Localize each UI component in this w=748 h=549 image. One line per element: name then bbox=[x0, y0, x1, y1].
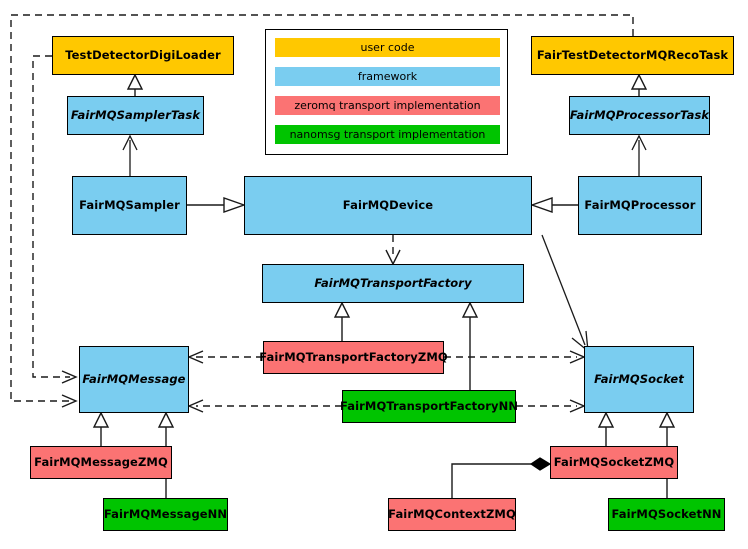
class-box-fairmqsamplertask[interactable]: FairMQSamplerTask bbox=[67, 96, 204, 135]
legend-item-nanomsg: nanomsg transport implementation bbox=[275, 125, 500, 144]
class-box-fairmqsocketnn[interactable]: FairMQSocketNN bbox=[608, 498, 725, 531]
class-box-fairmqcontextzmq[interactable]: FairMQContextZMQ bbox=[388, 498, 516, 531]
class-box-fairmqdevice[interactable]: FairMQDevice bbox=[244, 176, 532, 235]
edge-sampler-to-samplertask bbox=[122, 134, 138, 176]
class-box-fairmqtransportfactorynn[interactable]: FairMQTransportFactoryNN bbox=[340, 390, 518, 423]
legend-item-zeromq: zeromq transport implementation bbox=[275, 96, 500, 115]
legend-item-user-code: user code bbox=[275, 38, 500, 57]
edge-sampler-to-device bbox=[187, 197, 247, 213]
class-box-fairtestdetectormqrecotask[interactable]: FairTestDetectorMQRecoTask bbox=[531, 36, 734, 75]
class-box-fairmqsampler[interactable]: FairMQSampler bbox=[72, 176, 187, 235]
edge-messagezmq-to-message bbox=[92, 411, 110, 446]
edge-socketzmq-to-socket bbox=[597, 411, 615, 446]
legend-panel: user code framework zeromq transport imp… bbox=[265, 29, 508, 155]
class-box-fairmqtransportfactory[interactable]: FairMQTransportFactory bbox=[262, 264, 524, 303]
edge-device-to-transportfactory bbox=[385, 235, 401, 266]
class-box-fairmqsocketzmq[interactable]: FairMQSocketZMQ bbox=[550, 446, 678, 479]
edge-transportfactorynn-to-socket bbox=[516, 399, 586, 413]
class-box-fairmqmessage[interactable]: FairMQMessage bbox=[79, 346, 189, 413]
edge-transportfactorynn-to-message bbox=[187, 399, 342, 413]
edge-transportfactoryzmq-to-socket bbox=[444, 350, 586, 364]
edge-transportfactoryzmq-to-message bbox=[187, 350, 263, 364]
class-box-fairmqtransportfactoryzmq[interactable]: FairMQTransportFactoryZMQ bbox=[259, 341, 448, 374]
class-box-fairmqprocessortask[interactable]: FairMQProcessorTask bbox=[569, 96, 710, 135]
legend-item-framework: framework bbox=[275, 67, 500, 86]
edge-samplertask-to-digiloader bbox=[126, 73, 144, 96]
class-box-fairmqprocessor[interactable]: FairMQProcessor bbox=[578, 176, 702, 235]
class-box-fairmqmessagenn[interactable]: FairMQMessageNN bbox=[103, 498, 228, 531]
edge-transportfactoryzmq-to-transportfactory bbox=[333, 301, 351, 341]
edge-processor-to-processortask bbox=[631, 134, 647, 176]
class-box-fairmqmessagezmq[interactable]: FairMQMessageZMQ bbox=[30, 446, 172, 479]
edge-socketzmq-to-contextzmq bbox=[451, 457, 552, 498]
edge-processor-to-device bbox=[529, 197, 578, 213]
class-box-testdetectordigiloader[interactable]: TestDetectorDigiLoader bbox=[52, 36, 234, 75]
edge-transportfactorynn-to-transportfactory bbox=[461, 301, 479, 390]
edge-device-to-socket bbox=[541, 234, 589, 353]
class-box-fairmqsocket[interactable]: FairMQSocket bbox=[584, 346, 694, 413]
edge-processortask-to-recotask bbox=[630, 73, 648, 96]
